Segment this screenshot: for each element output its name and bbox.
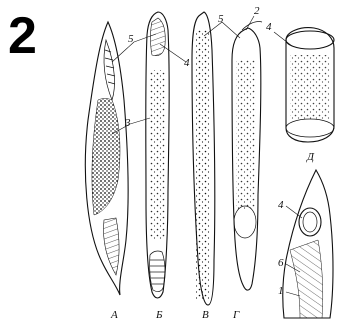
callout-5-left: 5 <box>128 33 134 45</box>
cell-g <box>232 21 262 290</box>
callout-2: 2 <box>254 5 260 17</box>
callout-4-top: 4 <box>266 21 272 33</box>
callout-4-left: 4 <box>184 57 190 69</box>
cell-b <box>146 12 169 298</box>
callout-1: 1 <box>278 285 284 297</box>
panel-label-d: Д <box>306 151 315 163</box>
panel-label-b: Б <box>155 309 163 321</box>
cell-b-bottom-ribs <box>150 260 165 284</box>
panel-label-g: Г <box>232 309 240 321</box>
callout-3: 3 <box>124 117 131 129</box>
panel-label-a: А <box>110 309 118 321</box>
cell-v <box>192 12 215 305</box>
callout-5-top: 5 <box>218 13 224 25</box>
cell-bottom-right <box>283 170 333 318</box>
panel-label-v: В <box>202 309 209 321</box>
cell-d <box>286 28 334 142</box>
cell-a <box>85 22 128 295</box>
callout-4-bottom: 4 <box>278 199 284 211</box>
callout-6: 6 <box>278 257 284 269</box>
